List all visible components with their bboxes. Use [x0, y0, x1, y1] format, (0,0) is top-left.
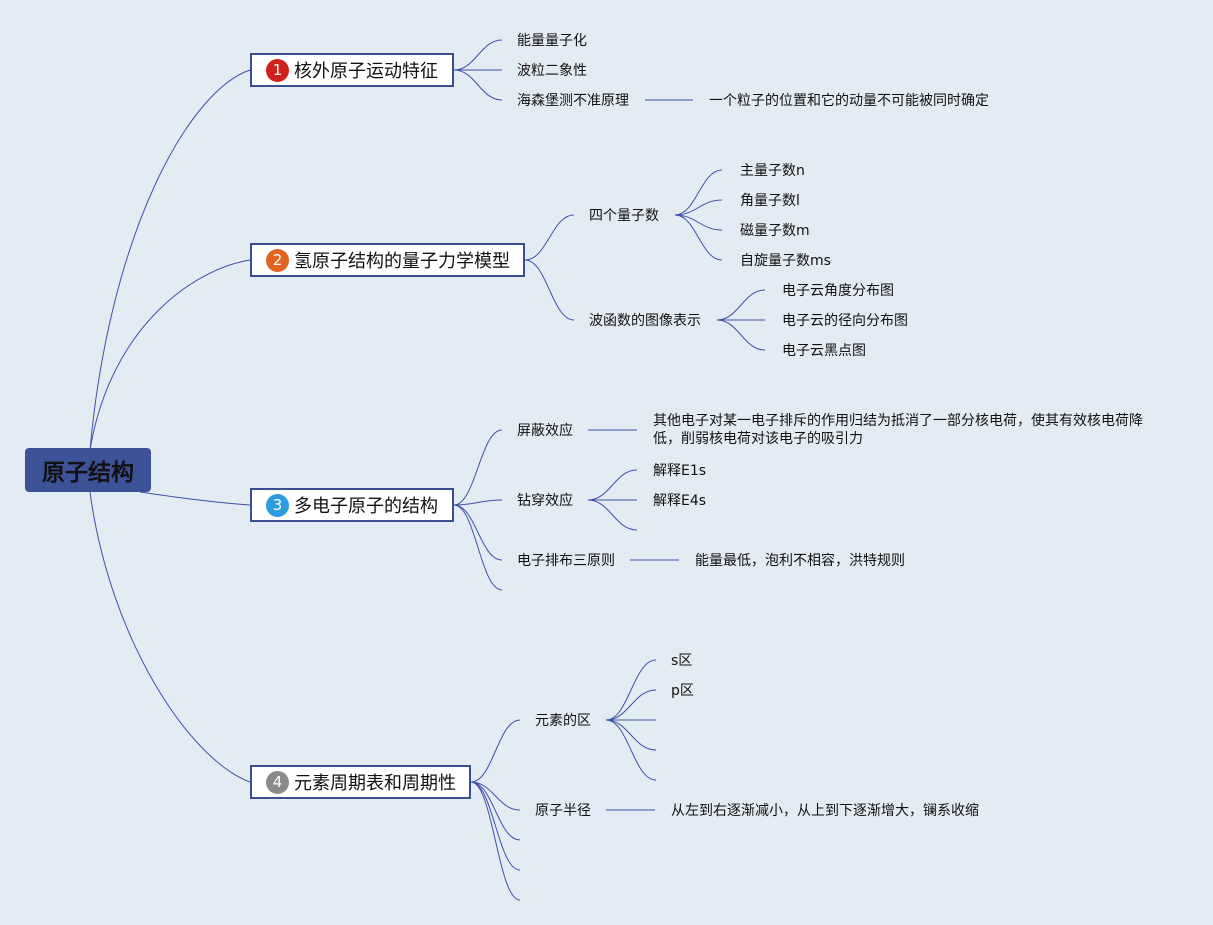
b3-pen-link-3 — [587, 499, 638, 531]
b2-link-1 — [524, 214, 575, 261]
b1-link-1 — [453, 39, 503, 71]
topic-wavefunction-images[interactable]: 波函数的图像表示 — [589, 313, 701, 329]
root-link-4 — [89, 491, 251, 783]
topic-atomic-radius-detail[interactable]: 从左到右逐渐减小，从上到下逐渐增大，镧系收缩 — [671, 803, 979, 819]
b2-qn-link-4 — [674, 214, 723, 261]
root-topic[interactable]: 原子结构 — [25, 448, 151, 492]
b4-link-1 — [470, 719, 521, 783]
b3-link-2 — [453, 499, 503, 506]
topic-magnetic-quantum-number[interactable]: 磁量子数m — [740, 223, 810, 239]
number-1-badge-icon: 1 — [266, 58, 289, 82]
topic-four-quantum-numbers[interactable]: 四个量子数 — [589, 208, 659, 224]
b2-qn-link-2 — [674, 199, 723, 216]
branch-4-label: 元素周期表和周期性 — [294, 773, 456, 794]
branch-3-topic[interactable]: 3 多电子原子的结构 — [250, 488, 454, 522]
b4-block-link-2 — [605, 689, 657, 721]
root-link-1 — [89, 69, 251, 451]
branch-2-label: 氢原子结构的量子力学模型 — [294, 251, 510, 272]
root-link-2 — [89, 259, 251, 451]
root-link-3 — [139, 491, 251, 506]
b2-wf-link-3 — [716, 319, 766, 351]
topic-penetration-effect[interactable]: 钻穿效应 — [517, 493, 573, 509]
b4-link-3 — [470, 781, 521, 841]
number-4-badge-icon: 4 — [266, 770, 289, 794]
topic-s-block[interactable]: s区 — [671, 653, 693, 669]
b4-block-link-1 — [605, 659, 657, 721]
topic-energy-quantization[interactable]: 能量量子化 — [517, 33, 587, 49]
topic-electron-rules-detail[interactable]: 能量最低，泡利不相容，洪特规则 — [695, 553, 905, 569]
branch-2-topic[interactable]: 2 氢原子结构的量子力学模型 — [250, 243, 525, 277]
b4-link-5 — [470, 781, 521, 901]
b2-qn-link-1 — [674, 169, 723, 216]
number-3-badge-icon: 3 — [266, 493, 289, 517]
topic-angular-quantum-number[interactable]: 角量子数l — [740, 193, 800, 209]
b4-block-link-4 — [605, 719, 657, 751]
topic-shielding-effect[interactable]: 屏蔽效应 — [517, 423, 573, 439]
b4-block-link-5 — [605, 719, 657, 781]
b4-link-2 — [470, 781, 521, 811]
topic-electron-cloud-dots[interactable]: 电子云黑点图 — [782, 343, 866, 359]
b4-link-4 — [470, 781, 521, 871]
b2-link-2 — [524, 259, 575, 321]
b3-link-4 — [453, 504, 503, 591]
topic-explain-e4s[interactable]: 解释E4s — [653, 493, 707, 509]
b1-link-3 — [453, 69, 503, 101]
number-2-badge-icon: 2 — [266, 248, 289, 272]
topic-element-blocks[interactable]: 元素的区 — [535, 713, 591, 729]
branch-1-label: 核外原子运动特征 — [294, 61, 438, 82]
b3-link-1 — [453, 429, 503, 506]
topic-radial-distribution[interactable]: 电子云的径向分布图 — [782, 313, 908, 329]
b3-pen-link-1 — [587, 469, 638, 501]
topic-spin-quantum-number[interactable]: 自旋量子数ms — [740, 253, 831, 269]
topic-uncertainty-detail[interactable]: 一个粒子的位置和它的动量不可能被同时确定 — [709, 93, 989, 109]
topic-angular-distribution[interactable]: 电子云角度分布图 — [782, 283, 894, 299]
b3-link-3 — [453, 504, 503, 561]
topic-explain-e1s[interactable]: 解释E1s — [653, 463, 707, 479]
branch-3-label: 多电子原子的结构 — [294, 496, 438, 517]
topic-atomic-radius[interactable]: 原子半径 — [535, 803, 591, 819]
topic-uncertainty-principle[interactable]: 海森堡测不准原理 — [517, 93, 629, 109]
topic-shielding-detail[interactable]: 其他电子对某一电子排斥的作用归结为抵消了一部分核电荷，使其有效核电荷降低，削弱核… — [653, 413, 1143, 447]
topic-wave-particle-duality[interactable]: 波粒二象性 — [517, 63, 587, 79]
branch-4-topic[interactable]: 4 元素周期表和周期性 — [250, 765, 471, 799]
branch-1-topic[interactable]: 1 核外原子运动特征 — [250, 53, 454, 87]
topic-three-electron-rules[interactable]: 电子排布三原则 — [517, 553, 615, 569]
b2-wf-link-1 — [716, 289, 766, 321]
topic-p-block[interactable]: p区 — [671, 683, 694, 699]
topic-principal-quantum-number[interactable]: 主量子数n — [740, 163, 805, 179]
